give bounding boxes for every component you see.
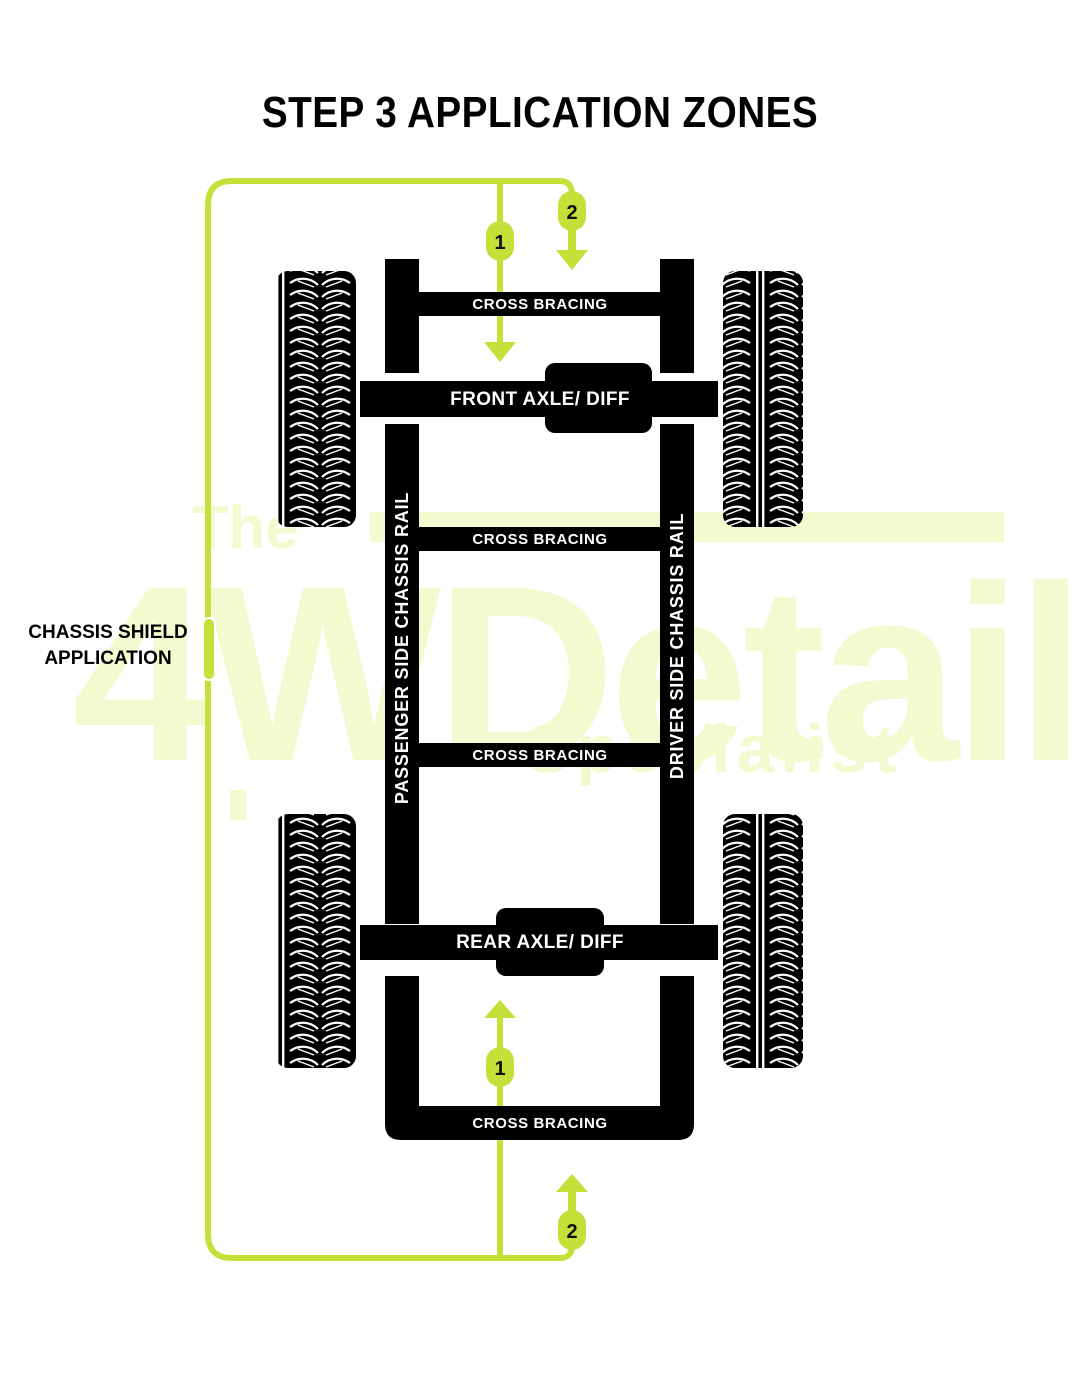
cross-bracing-3 — [419, 743, 660, 767]
svg-text:1: 1 — [494, 232, 505, 254]
cross-bracing-2 — [419, 527, 660, 551]
rear-arrow-2-shaft — [568, 1190, 576, 1212]
marker-top-2: 2 — [558, 191, 586, 231]
label-front-axle: FRONT AXLE/ DIFF — [450, 389, 630, 410]
passenger-rail — [385, 424, 419, 924]
label-rear-axle: REAR AXLE/ DIFF — [456, 932, 624, 953]
rear-arrow-1-head — [484, 1000, 516, 1018]
label-cross-bracing-4: CROSS BRACING — [472, 1115, 607, 1132]
label-cross-bracing-3: CROSS BRACING — [472, 747, 607, 764]
passenger-rail-front — [385, 259, 419, 373]
front-arrow-1-head — [484, 342, 516, 362]
front-arrow-2-head — [556, 250, 588, 270]
svg-text:2: 2 — [566, 1221, 577, 1243]
chassis-frame — [360, 259, 718, 1140]
chassis-shield-label-line2: APPLICATION — [44, 648, 172, 669]
chassis-shield-label-line1: CHASSIS SHIELD — [28, 622, 188, 643]
chassis-shield-label: CHASSIS SHIELD APPLICATION — [18, 620, 198, 672]
driver-rail — [660, 424, 694, 924]
outline-tab — [202, 617, 216, 681]
label-driver-rail: DRIVER SIDE CHASSIS RAIL — [667, 513, 687, 779]
front-diff — [545, 363, 652, 433]
rear-frame — [385, 976, 694, 1140]
driver-rail-front — [660, 259, 694, 373]
cross-bracing-1 — [419, 292, 660, 316]
label-passenger-rail: PASSENGER SIDE CHASSIS RAIL — [392, 492, 412, 804]
front-axle — [360, 381, 718, 417]
tire-front-left — [276, 271, 356, 527]
marker-top-1: 1 — [486, 221, 514, 261]
outline-path — [205, 178, 560, 1261]
rear-arrow-2-head — [556, 1174, 588, 1192]
tire-front-right — [723, 271, 803, 527]
marker-bottom-1: 1 — [486, 1047, 514, 1087]
marker-bottom-2: 2 — [558, 1210, 586, 1250]
front-arrow-2-shaft — [568, 230, 576, 250]
arrow-heads — [484, 230, 588, 1212]
label-cross-bracing-2: CROSS BRACING — [472, 531, 607, 548]
svg-text:2: 2 — [566, 202, 577, 224]
page-title: STEP 3 APPLICATION ZONES — [261, 88, 819, 137]
tire-rear-right — [723, 814, 803, 1068]
rear-diff — [496, 908, 604, 976]
tire-rear-left — [276, 814, 356, 1068]
label-cross-bracing-1: CROSS BRACING — [472, 296, 607, 313]
svg-text:1: 1 — [494, 1058, 505, 1080]
